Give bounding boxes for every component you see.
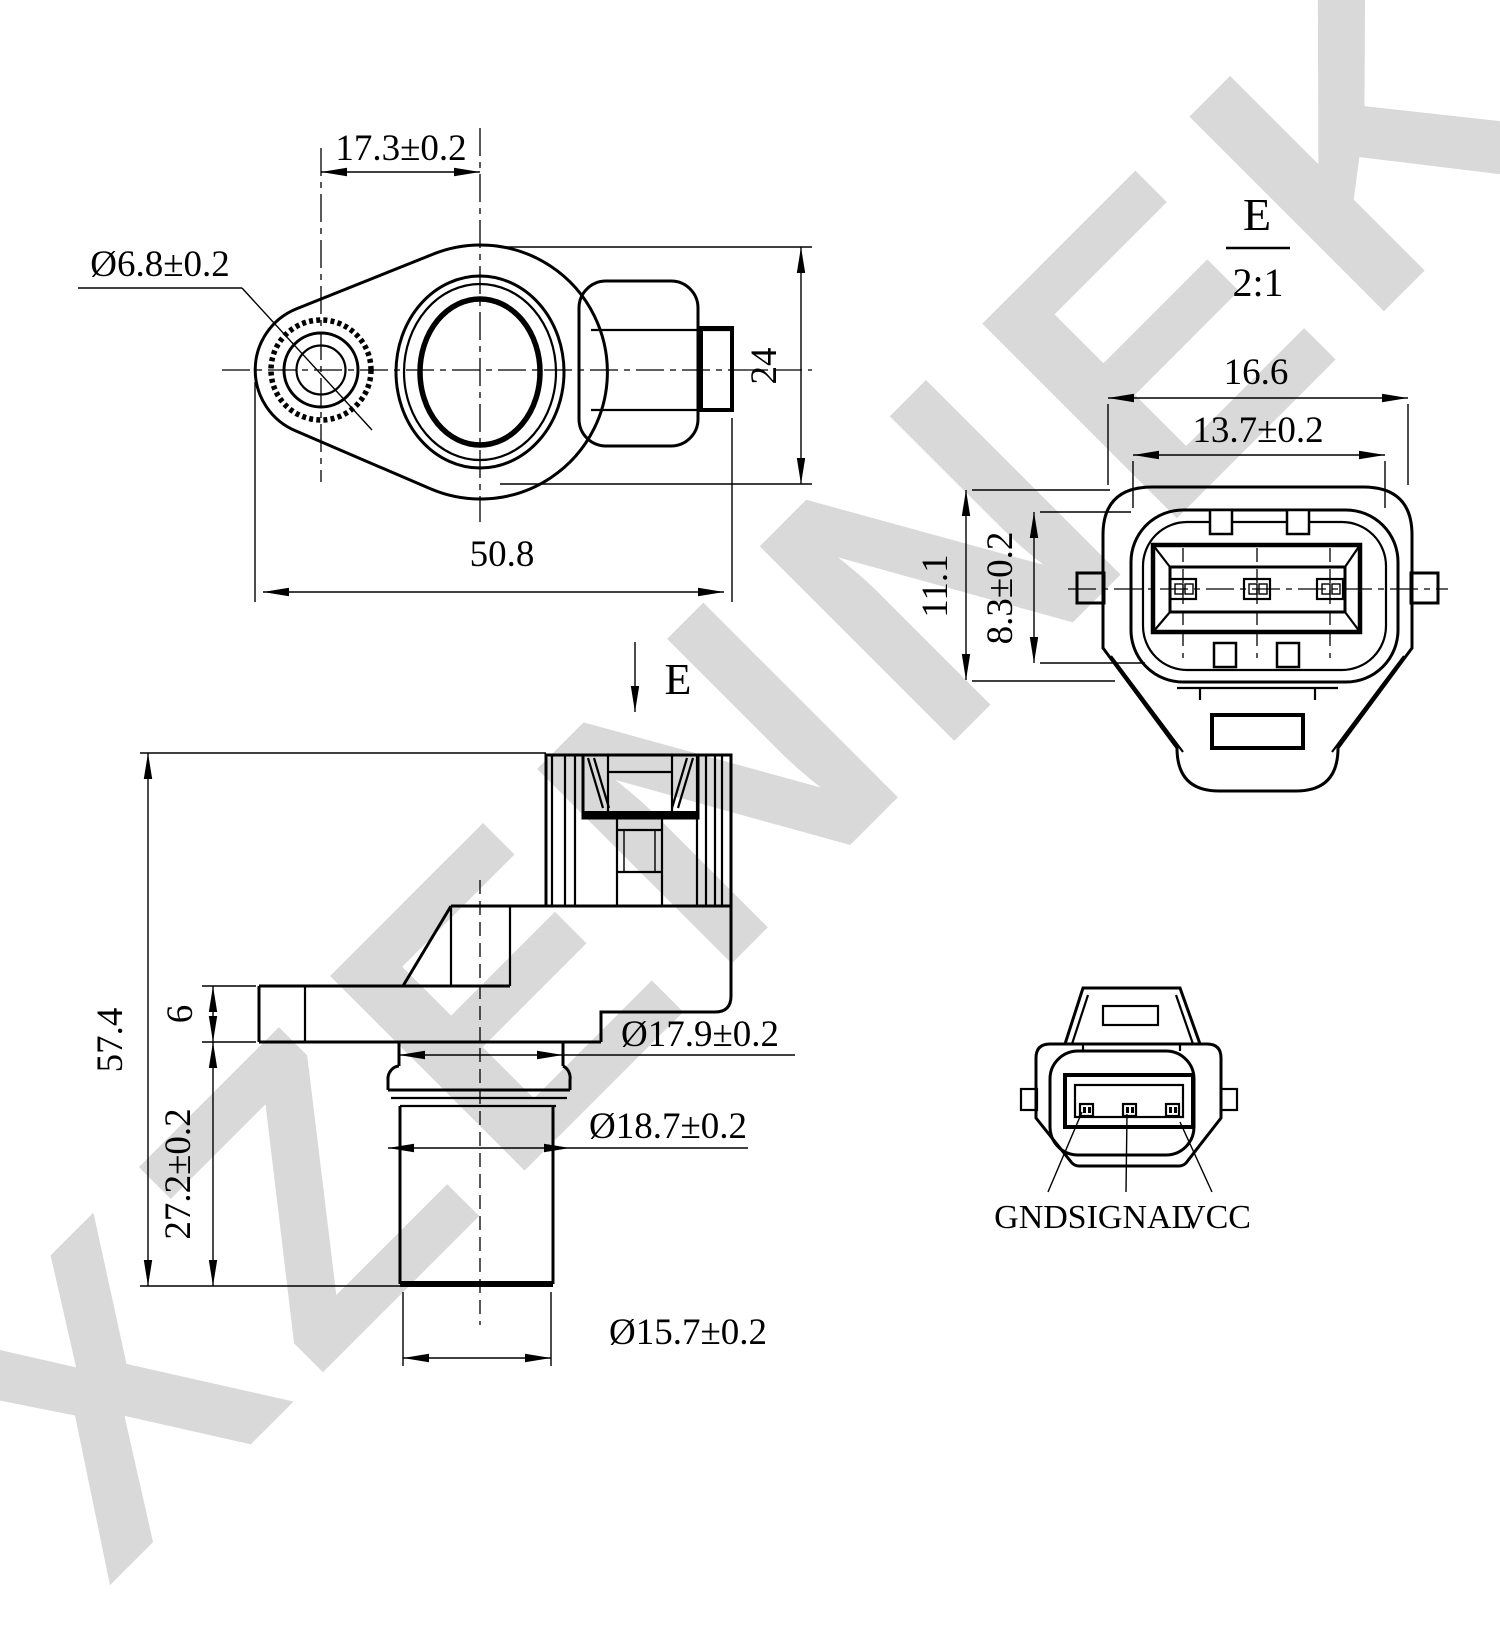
dim-pitch: 17.3±0.2 [335,128,466,169]
dim-flange-thickness: 6 [160,1005,201,1024]
side-view: E [90,642,795,1366]
dim-outer-height: 11.1 [915,554,956,617]
detail-scale: 2:1 [1232,260,1283,305]
dim-inner-width: 13.7±0.2 [1192,410,1323,451]
detail-label: E [1243,189,1271,240]
dim-body-diameter: Ø17.9±0.2 [621,1014,779,1055]
view-arrow-label: E [665,655,692,704]
dim-tip-diameter: Ø15.7±0.2 [609,1312,767,1353]
dim-outer-width: 16.6 [1224,352,1289,393]
dim-probe-length: 27.2±0.2 [158,1108,199,1239]
dim-oring-diameter: Ø18.7±0.2 [589,1106,747,1147]
technical-drawing: 17.3±0.2 Ø6.8±0.2 50.8 24 E [78,128,1448,1366]
pinout-view: GND SIGNAL VCC [994,986,1251,1236]
connector-detail-view: E 2:1 [915,189,1448,793]
dim-inner-height: 8.3±0.2 [980,532,1021,645]
top-view: 17.3±0.2 Ø6.8±0.2 50.8 24 [78,128,812,602]
pin-label-vcc: VCC [1181,1199,1251,1236]
dim-overall-width: 50.8 [470,534,535,575]
dim-height: 24 [744,348,785,385]
pinout-pins [1078,1102,1181,1118]
pin-label-gnd: GND [994,1199,1068,1236]
dim-total-height: 57.4 [90,1008,131,1073]
pin-label-signal: SIGNAL [1068,1199,1193,1236]
dim-hole: Ø6.8±0.2 [90,244,230,285]
